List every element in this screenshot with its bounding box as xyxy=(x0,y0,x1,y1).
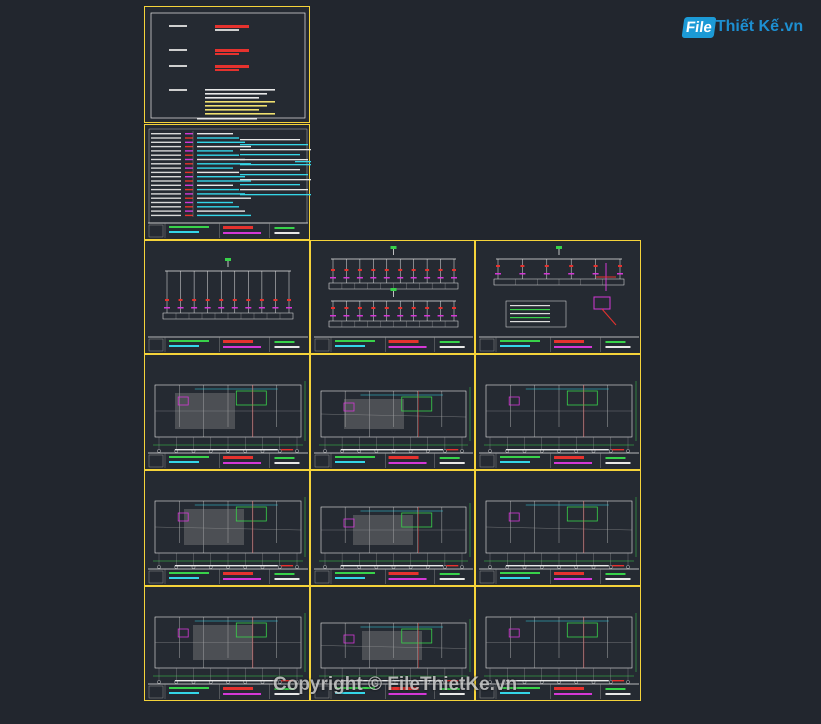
sheet-drawing-plan-8 xyxy=(314,619,473,699)
sheet-drawing-cover xyxy=(150,12,306,120)
sheet-drawing-plan-2 xyxy=(314,387,473,468)
logo-file-badge: File xyxy=(681,16,717,38)
copyright-watermark: Copyright © FileThietKe.vn xyxy=(273,674,518,695)
drawing-sheet-plan-9[interactable] xyxy=(475,586,641,701)
drawing-sheet-plan-6[interactable] xyxy=(475,470,641,586)
drawing-sheet-schematic-3[interactable] xyxy=(475,240,641,354)
drawing-sheet-plan-7[interactable] xyxy=(144,586,310,701)
sheet-drawing-plan-9 xyxy=(479,613,639,699)
sheet-drawing-plan-6 xyxy=(479,497,639,584)
drawing-sheet-plan-2[interactable] xyxy=(310,354,475,470)
logo-name: Thiết Kế xyxy=(715,18,779,35)
sheet-drawing-plan-5 xyxy=(314,503,473,584)
sheet-drawing-plan-7 xyxy=(148,613,308,699)
sheet-drawing-plan-4 xyxy=(148,497,308,584)
drawing-sheet-cover[interactable] xyxy=(144,6,310,123)
drawing-sheet-plan-8[interactable] xyxy=(310,586,475,701)
drawing-sheet-legend[interactable] xyxy=(144,124,311,240)
drawing-sheet-plan-4[interactable] xyxy=(144,470,310,586)
sheet-drawing-schematic-2 xyxy=(314,246,473,352)
drawing-sheet-plan-3[interactable] xyxy=(475,354,641,470)
drawing-sheet-schematic-1[interactable] xyxy=(144,240,310,354)
drawing-sheet-schematic-2[interactable] xyxy=(310,240,475,354)
filethietke-logo: File Thiết Kế .vn xyxy=(681,14,804,40)
drawing-sheet-plan-1[interactable] xyxy=(144,354,310,470)
sheet-drawing-schematic-3 xyxy=(479,246,639,352)
logo-suffix: .vn xyxy=(779,18,804,35)
sheet-drawing-plan-3 xyxy=(479,381,639,468)
sheet-drawing-plan-1 xyxy=(148,381,308,468)
drawing-sheet-plan-5[interactable] xyxy=(310,470,475,586)
sheet-drawing-legend xyxy=(148,128,311,238)
sheet-drawing-schematic-1 xyxy=(148,258,308,352)
